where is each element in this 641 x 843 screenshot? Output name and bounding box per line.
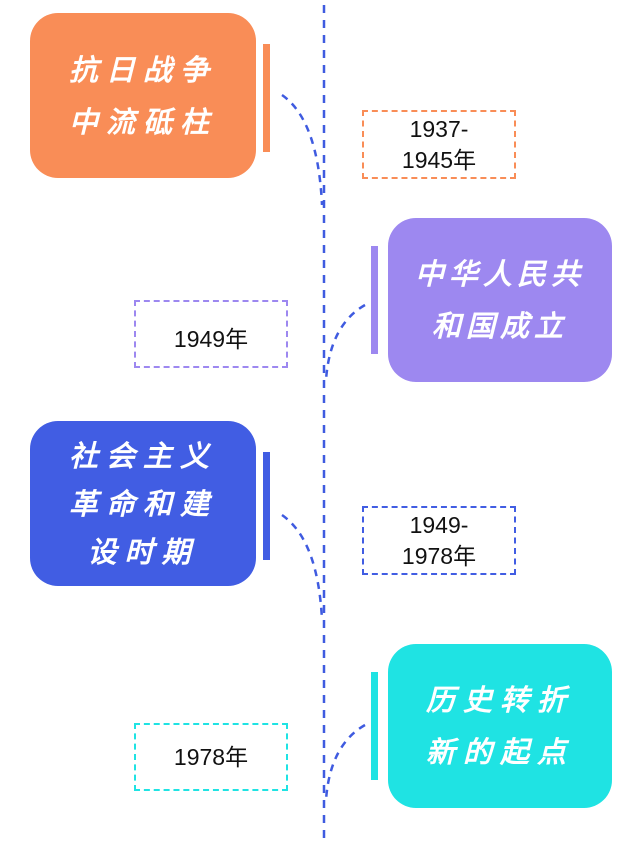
event-card-socialist-construction: 社会主义 革命和建 设时期	[30, 421, 256, 586]
event-accent-bar	[371, 246, 378, 354]
event-date-line: 1949年	[173, 325, 249, 352]
event-date-box: 1949年	[134, 300, 288, 368]
event-date-box: 1978年	[134, 723, 288, 791]
event-date-line: 1949-	[409, 511, 469, 538]
event-title-line: 历史转折	[425, 683, 574, 717]
event-title-line: 抗日战争	[68, 52, 217, 87]
connector-4	[324, 723, 366, 801]
event-title-line: 和国成立	[431, 309, 568, 343]
event-title-line: 设时期	[87, 534, 199, 569]
event-accent-bar	[263, 452, 270, 560]
event-title-line: 革命和建	[68, 486, 217, 521]
event-title-line: 社会主义	[68, 438, 217, 473]
event-accent-bar	[263, 44, 270, 152]
event-title-line: 中流砥柱	[68, 104, 217, 139]
connector-1	[281, 93, 324, 206]
event-date-line: 1945年	[401, 146, 477, 173]
connector-2	[324, 303, 366, 381]
event-date-line: 1937-	[409, 115, 469, 142]
event-title-line: 新的起点	[425, 735, 574, 769]
event-card-reform-opening: 历史转折 新的起点	[388, 644, 612, 808]
connector-3	[281, 513, 324, 621]
event-date-box: 1937- 1945年	[362, 110, 516, 179]
event-accent-bar	[371, 672, 378, 780]
event-date-box: 1949- 1978年	[362, 506, 516, 575]
event-title-line: 中华人民共	[414, 257, 585, 291]
event-date-line: 1978年	[173, 743, 249, 770]
event-date-line: 1978年	[401, 542, 477, 569]
event-card-prc-founding: 中华人民共 和国成立	[388, 218, 612, 382]
event-card-anti-japanese-war: 抗日战争 中流砥柱	[30, 13, 256, 178]
